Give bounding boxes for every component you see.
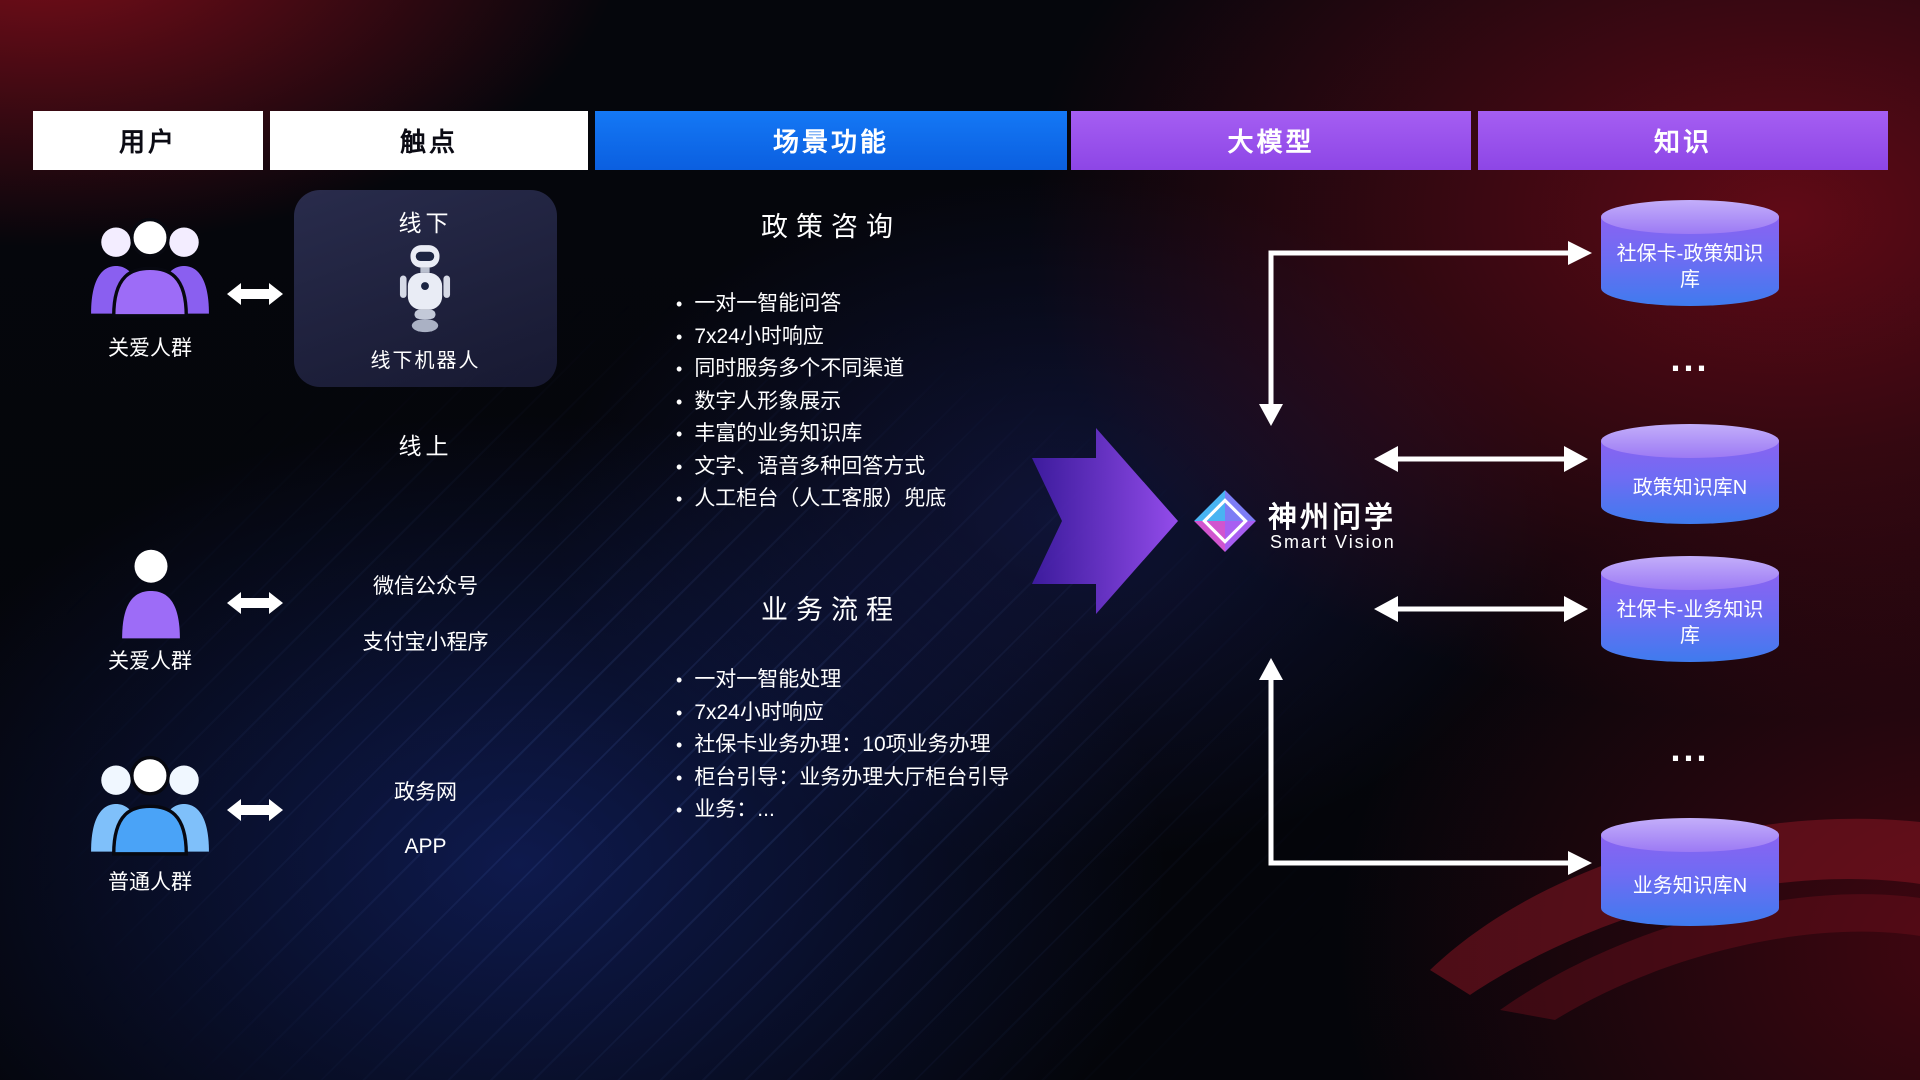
channel-app: APP (404, 835, 447, 858)
user-label-general: 普通人群 (108, 871, 192, 894)
list-item: 7x24小时响应 (676, 321, 946, 354)
db-cylinder-top (1601, 424, 1779, 458)
bidirectional-arrow-icon (227, 283, 283, 305)
bidirectional-arrow-icon (227, 799, 283, 821)
header-large-model: 大模型 (1071, 111, 1471, 170)
user-group-icon-care (91, 217, 209, 318)
online-title: 线上 (398, 433, 453, 459)
list-item: 同时服务多个不同渠道 (676, 353, 946, 386)
list-item: 业务：... (676, 794, 1009, 827)
section-title-business-process: 业务流程 (761, 595, 901, 625)
user-label-care-2: 关爱人群 (108, 650, 192, 673)
db-cylinder-top (1601, 818, 1779, 852)
header-touchpoints: 触点 (270, 111, 588, 170)
section-title-policy-consult: 政策咨询 (761, 212, 901, 242)
offline-touchpoint-card: 线下 线下机器人 (294, 190, 557, 387)
smart-vision-logo-icon (1194, 490, 1256, 552)
db-cylinder-top (1601, 556, 1779, 590)
list-item: 柜台引导：业务办理大厅柜台引导 (676, 762, 1009, 795)
ellipsis-more-dbs: ... (1670, 728, 1710, 769)
list-item: 数字人形象展示 (676, 386, 946, 419)
db-cylinder-top (1601, 200, 1779, 234)
connector-model-db2 (1374, 446, 1588, 472)
user-person-icon-care (122, 549, 180, 639)
header-scenario-functions: 场景功能 (595, 111, 1067, 170)
list-item: 社保卡业务办理：10项业务办理 (676, 729, 1009, 762)
business-process-feature-list: 一对一智能处理 7x24小时响应 社保卡业务办理：10项业务办理 柜台引导：业务… (676, 664, 1009, 827)
header-users: 用户 (33, 111, 263, 170)
list-item: 人工柜台（人工客服）兜底 (676, 483, 946, 516)
db-social-policy-knowledge: 社保卡-政策知识库 (1601, 200, 1779, 306)
offline-robot-label: 线下机器人 (370, 350, 481, 372)
user-label-care-1: 关爱人群 (108, 337, 192, 360)
db-business-knowledge-n: 业务知识库N (1601, 818, 1779, 926)
connector-model-db3 (1374, 596, 1588, 622)
model-name: 神州问学 (1268, 502, 1397, 534)
channel-gov-web: 政务网 (394, 781, 457, 804)
list-item: 丰富的业务知识库 (676, 418, 946, 451)
model-subtitle: Smart Vision (1270, 532, 1396, 552)
list-item: 一对一智能处理 (676, 664, 1009, 697)
channel-alipay: 支付宝小程序 (362, 631, 489, 654)
policy-consult-feature-list: 一对一智能问答 7x24小时响应 同时服务多个不同渠道 数字人形象展示 丰富的业… (676, 288, 946, 516)
channel-wechat: 微信公众号 (373, 575, 478, 598)
header-knowledge: 知识 (1478, 111, 1888, 170)
list-item: 文字、语音多种回答方式 (676, 451, 946, 484)
bidirectional-arrow-icon (227, 592, 283, 614)
list-item: 一对一智能问答 (676, 288, 946, 321)
list-item: 7x24小时响应 (676, 697, 1009, 730)
flow-arrow-icon (1032, 428, 1178, 614)
ellipsis-more-dbs: ... (1670, 338, 1710, 379)
robot-icon (399, 245, 451, 333)
db-social-business-knowledge: 社保卡-业务知识库 (1601, 556, 1779, 662)
user-group-icon-general (91, 755, 209, 856)
connector-model-db1 (1259, 241, 1592, 426)
db-policy-knowledge-n: 政策知识库N (1601, 424, 1779, 524)
red-swoosh-decoration (1430, 818, 1920, 1020)
offline-title: 线下 (398, 210, 453, 236)
